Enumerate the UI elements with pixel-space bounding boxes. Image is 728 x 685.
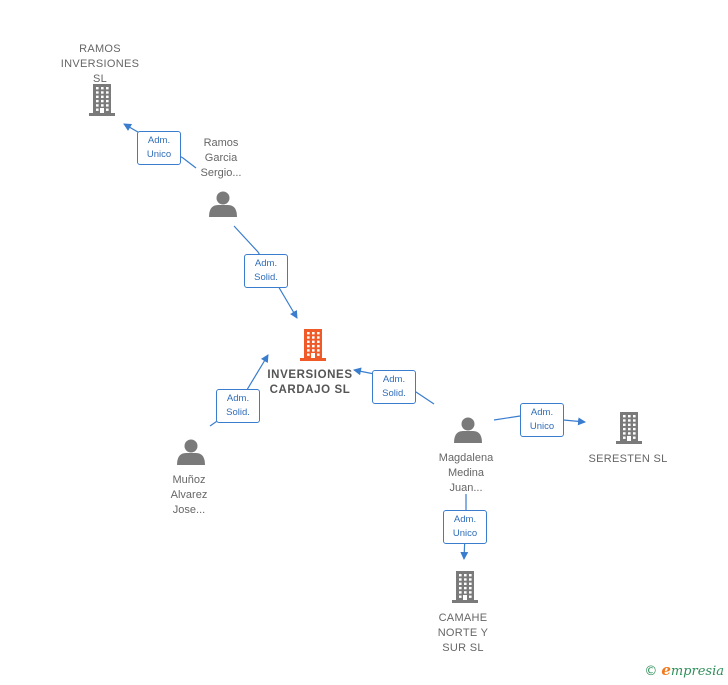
brand-footer: ©empresia <box>644 661 724 679</box>
node-label-magdalena_medina[interactable]: Magdalena Medina Juan... <box>438 452 494 494</box>
person-icon-munoz_alvarez[interactable] <box>177 439 205 466</box>
node-label-camahe[interactable]: CAMAHE NORTE Y SUR SL <box>437 612 489 654</box>
edge-label-magdalena_medina-to-camahe[interactable]: Adm. Unico <box>443 510 487 544</box>
building-icon-inversiones_cardajo[interactable] <box>300 329 326 361</box>
person-icon-magdalena_medina[interactable] <box>454 417 482 444</box>
edge-label-magdalena_medina-to-inversiones_cardajo[interactable]: Adm. Solid. <box>372 370 416 404</box>
edge-label-ramos_garcia-to-inversiones_cardajo[interactable]: Adm. Solid. <box>244 254 288 288</box>
copyright-symbol: © <box>644 664 658 679</box>
building-icon-camahe[interactable] <box>452 571 478 603</box>
building-icon-ramos_inversiones[interactable] <box>89 84 115 116</box>
node-label-inversiones_cardajo[interactable]: INVERSIONES CARDAJO SL <box>267 369 353 396</box>
person-icon-ramos_garcia[interactable] <box>209 191 237 218</box>
brand-logo-e: e <box>661 661 671 679</box>
brand-name: mpresia <box>670 664 724 679</box>
edge-label-ramos_garcia-to-ramos_inversiones[interactable]: Adm. Unico <box>137 131 181 165</box>
building-icon-seresten[interactable] <box>616 412 642 444</box>
edge-label-magdalena_medina-to-seresten[interactable]: Adm. Unico <box>520 403 564 437</box>
node-label-ramos_garcia[interactable]: Ramos Garcia Sergio... <box>200 137 242 179</box>
node-label-ramos_inversiones[interactable]: RAMOS INVERSIONES SL <box>60 43 140 85</box>
edge-label-munoz_alvarez-to-inversiones_cardajo[interactable]: Adm. Solid. <box>216 389 260 423</box>
edge-ramos_garcia-to-inversiones_cardajo <box>233 225 298 319</box>
node-label-seresten[interactable]: SERESTEN SL <box>588 453 668 465</box>
node-label-munoz_alvarez[interactable]: Muñoz Alvarez Jose... <box>170 474 208 516</box>
